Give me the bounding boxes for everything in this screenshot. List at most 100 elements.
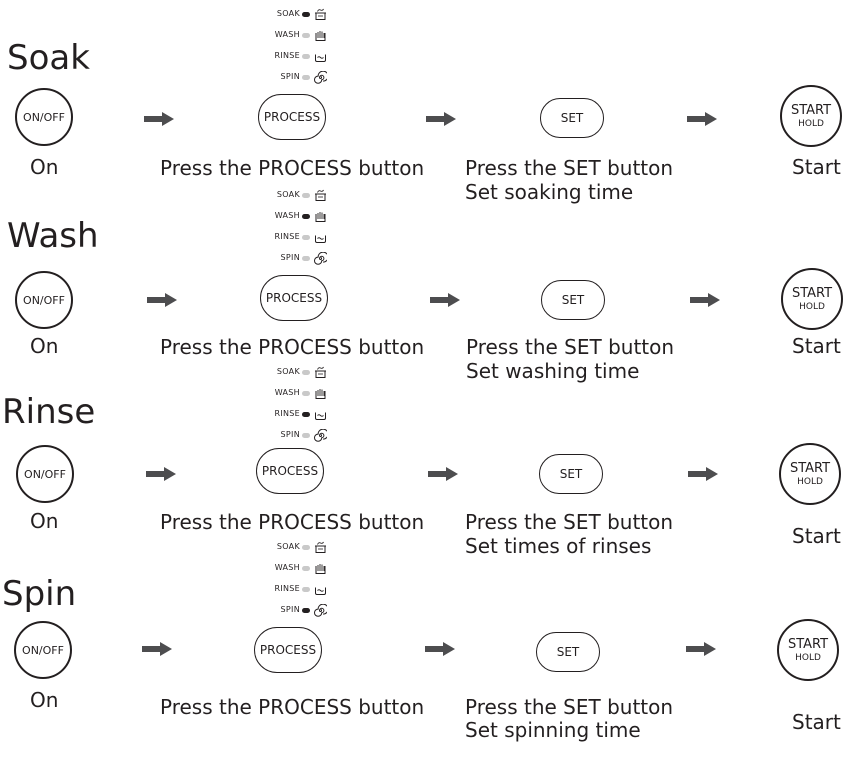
indicator-dot: [302, 235, 310, 240]
indicator-spin: SPIN: [264, 601, 344, 622]
spin-spiral-icon: [314, 604, 327, 617]
soak-tub-icon: [314, 189, 327, 202]
soak-tub-icon: [314, 366, 327, 379]
indicator-dot: [302, 256, 310, 261]
set-button[interactable]: SET: [540, 98, 604, 138]
arrow-right-icon: [147, 293, 177, 307]
indicator-soak: SOAK: [264, 5, 344, 26]
indicator-spin: SPIN: [264, 426, 344, 447]
arrow-right-icon: [430, 293, 460, 307]
indicator-label: RINSE: [274, 409, 300, 418]
arrow-right-icon: [690, 293, 720, 307]
indicator-label: SPIN: [280, 605, 300, 614]
process-button[interactable]: PROCESS: [258, 94, 326, 140]
indicator-rinse: RINSE: [264, 228, 344, 249]
indicator-dot: [302, 370, 310, 375]
process-caption: Press the PROCESS button: [160, 510, 425, 534]
arrow-right-icon: [426, 112, 456, 126]
wash-hand-icon: [314, 210, 327, 223]
indicator-rinse: RINSE: [264, 580, 344, 601]
indicator-label: SPIN: [280, 253, 300, 262]
process-caption: Press the PROCESS button: [160, 335, 425, 359]
rinse-basin-icon: [314, 50, 327, 63]
indicator-wash: WASH: [264, 384, 344, 405]
set-button[interactable]: SET: [541, 280, 605, 320]
indicator-dot: [302, 75, 310, 80]
on-caption: On: [30, 155, 59, 179]
arrow-right-icon: [146, 467, 176, 481]
soak-tub-icon: [314, 541, 327, 554]
indicator-soak: SOAK: [264, 363, 344, 384]
indicator-label: SOAK: [276, 9, 300, 18]
start-label: START: [787, 636, 829, 652]
indicator-label: RINSE: [274, 584, 300, 593]
rinse-section: Rinse ON/OFF On SOAK WASH RINSE SPIN PRO…: [0, 394, 856, 580]
spin-section: Spin ON/OFF On SOAK WASH RINSE SPIN PROC…: [0, 576, 856, 762]
start-caption: Start: [792, 155, 841, 179]
on-caption: On: [30, 688, 59, 712]
process-button[interactable]: PROCESS: [254, 627, 322, 673]
rinse-basin-icon: [314, 408, 327, 421]
start-hold-button[interactable]: START HOLD: [777, 619, 839, 681]
indicator-dot: [302, 33, 310, 38]
indicator-label: SOAK: [276, 542, 300, 551]
indicator-label: WASH: [274, 563, 300, 572]
wash-hand-icon: [314, 562, 327, 575]
rinse-basin-icon: [314, 231, 327, 244]
wash-section: Wash ON/OFF On SOAK WASH RINSE SPIN PROC…: [0, 218, 856, 404]
indicator-dot: [302, 193, 310, 198]
indicator-dot: [302, 545, 310, 550]
on-off-button[interactable]: ON/OFF: [15, 271, 73, 329]
soak-tub-icon: [314, 8, 327, 21]
start-caption: Start: [792, 710, 841, 734]
on-caption: On: [30, 509, 59, 533]
indicator-label: RINSE: [274, 51, 300, 60]
wash-hand-icon: [314, 29, 327, 42]
indicator-spin: SPIN: [264, 68, 344, 89]
process-caption: Press the PROCESS button: [160, 156, 425, 180]
set-caption-line2: Set washing time: [466, 359, 640, 383]
indicator-wash: WASH: [264, 207, 344, 228]
process-button[interactable]: PROCESS: [256, 448, 324, 494]
spin-spiral-icon: [314, 252, 327, 265]
indicator-spin: SPIN: [264, 249, 344, 270]
process-indicator-list: SOAK WASH RINSE SPIN: [264, 538, 344, 622]
on-off-button[interactable]: ON/OFF: [14, 621, 72, 679]
on-off-button[interactable]: ON/OFF: [15, 88, 73, 146]
indicator-label: WASH: [274, 211, 300, 220]
set-button[interactable]: SET: [539, 454, 603, 494]
soak-section: Soak ON/OFF On SOAK WASH RINSE SPIN PROC…: [0, 40, 856, 226]
set-button[interactable]: SET: [536, 632, 600, 672]
indicator-dot: [302, 608, 310, 613]
indicator-wash: WASH: [264, 26, 344, 47]
indicator-dot: [302, 391, 310, 396]
section-title: Spin: [2, 574, 77, 614]
section-title: Wash: [7, 216, 99, 256]
indicator-dot: [302, 214, 310, 219]
hold-label: HOLD: [798, 118, 824, 129]
start-caption: Start: [792, 334, 841, 358]
start-hold-button[interactable]: START HOLD: [781, 268, 843, 330]
hold-label: HOLD: [797, 476, 823, 487]
set-caption-line2: Set spinning time: [465, 718, 641, 742]
hold-label: HOLD: [799, 301, 825, 312]
set-caption-line2: Set soaking time: [465, 180, 634, 204]
indicator-rinse: RINSE: [264, 405, 344, 426]
indicator-label: SPIN: [280, 430, 300, 439]
process-caption: Press the PROCESS button: [160, 695, 425, 719]
indicator-label: WASH: [274, 30, 300, 39]
set-caption-line1: Press the SET button: [466, 335, 675, 359]
indicator-label: WASH: [274, 388, 300, 397]
set-caption-line1: Press the SET button: [465, 510, 674, 534]
wash-hand-icon: [314, 387, 327, 400]
start-label: START: [790, 102, 832, 118]
indicator-dot: [302, 433, 310, 438]
arrow-right-icon: [142, 642, 172, 656]
process-button[interactable]: PROCESS: [260, 275, 328, 321]
section-title: Soak: [7, 38, 90, 78]
start-hold-button[interactable]: START HOLD: [780, 85, 842, 147]
indicator-soak: SOAK: [264, 538, 344, 559]
arrow-right-icon: [687, 112, 717, 126]
on-off-button[interactable]: ON/OFF: [16, 445, 74, 503]
start-hold-button[interactable]: START HOLD: [779, 443, 841, 505]
